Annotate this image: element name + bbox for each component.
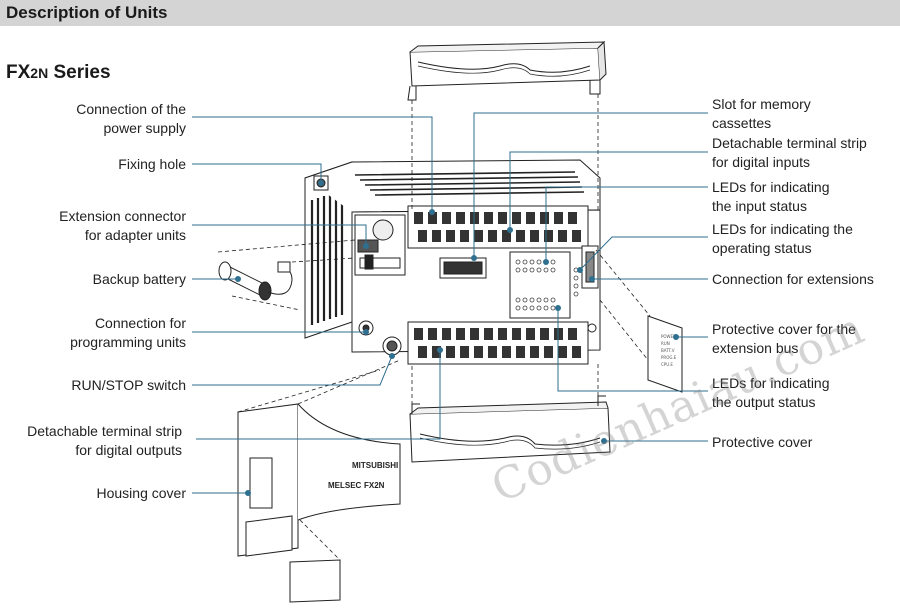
status-led-power: POWER <box>661 334 676 339</box>
leader-fixing <box>192 163 322 183</box>
series-title-rest: Series <box>48 62 111 83</box>
leader-outstrip <box>196 350 441 440</box>
status-led-prog: PROG.E <box>661 355 677 360</box>
leader-instrip <box>509 151 708 230</box>
header-bar: Description of Units <box>0 0 900 26</box>
device-logo-text: MELSEC <box>328 481 362 490</box>
label-housing-cover: Housing cover <box>96 485 187 501</box>
leader-opled <box>579 236 708 271</box>
bottom-protective-cover <box>409 395 611 463</box>
status-led-batt: BATT.V <box>661 348 675 353</box>
plc-body <box>304 159 601 365</box>
header-title: Description of Units <box>6 3 168 22</box>
leader-memslot <box>473 112 708 258</box>
leader-runstop <box>192 355 393 386</box>
label-backup-battery: Backup battery <box>92 271 186 287</box>
status-led-cpu: CPU.E <box>661 362 673 367</box>
series-title-main: FX <box>6 62 31 83</box>
series-title: FX2N Series <box>6 62 111 84</box>
device-model-text: FX2N <box>364 481 385 490</box>
leader-inled <box>545 186 708 262</box>
leader-outled <box>557 308 708 392</box>
leader-dots <box>235 180 679 496</box>
device-brand-text: MITSUBISHI <box>352 461 398 470</box>
leader-extconn <box>192 224 367 246</box>
label-run-stop-switch: RUN/STOP switch <box>71 377 186 393</box>
status-led-run: RUN <box>661 341 670 346</box>
leader-lines <box>192 112 708 494</box>
label-fixing-hole: Fixing hole <box>118 156 186 172</box>
label-protective-cover: Protective cover <box>712 434 813 450</box>
housing-cover <box>237 403 401 603</box>
label-extension-connection: Connection for extensions <box>712 271 874 287</box>
backup-battery <box>218 261 293 301</box>
top-cover <box>407 40 607 101</box>
leader-power <box>192 116 433 212</box>
series-title-suffix: 2N <box>30 65 49 81</box>
extension-bus-cover <box>647 315 683 393</box>
